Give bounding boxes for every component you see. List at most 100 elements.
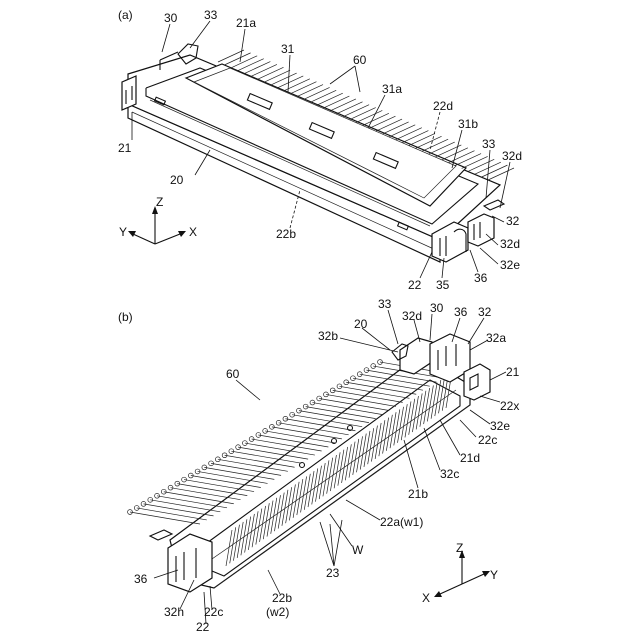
axis-a-y [133,234,155,244]
label-b-36-left: 36 [134,572,148,586]
contact-a [376,119,402,131]
contact-a [330,99,356,111]
label-b-21d: 21d [460,451,480,465]
label-a-20: 20 [170,173,184,187]
label-a-60: 60 [353,53,367,67]
contact-b [137,508,207,520]
contact-a [455,154,481,166]
contact-a [258,67,284,79]
label-a-22d: 22d [433,99,453,113]
contact-a [290,82,316,94]
label-a-35: 35 [436,278,450,292]
label-b-w2: (w2) [266,605,289,619]
label-b-23: 23 [326,566,340,580]
contact-a [488,168,514,180]
contact-a [337,102,363,114]
label-a-33-right: 33 [482,137,496,151]
label-b-20: 20 [354,317,368,331]
label-b-33: 33 [378,297,392,311]
contact-a [363,113,389,125]
axis-b-y [462,574,484,584]
label-a-21a: 21a [236,16,256,30]
label-a-32: 32 [506,214,520,228]
label-b-22b: 22b [272,591,292,605]
axis-a-x [155,234,180,244]
axes-b: Z X Y [422,541,498,605]
label-b-32e: 32e [490,419,510,433]
contact-a [356,110,382,122]
contact-a [323,96,349,108]
label-b-22: 22 [196,620,210,634]
contact-a [284,79,310,91]
axis-b-z-label: Z [456,541,463,555]
contact-a [277,76,303,88]
contact-b [130,512,200,524]
contact-a [462,156,488,168]
contact-a [264,70,290,82]
contact-a [343,105,369,117]
contact-a [416,136,442,148]
label-a-30: 30 [164,11,178,25]
contact-a [317,93,343,105]
label-a-36: 36 [474,271,488,285]
panel-b: (b) [118,297,520,634]
label-a-22b: 22b [276,227,296,241]
label-b-21: 21 [506,365,520,379]
axis-b-x-label: X [422,591,430,605]
panel-a: (a) [118,8,522,292]
contact-a [383,122,409,134]
contact-b [164,492,234,504]
label-b-32h: 32h [164,605,184,619]
contact-a [310,90,336,102]
end-fitting-b-left [150,530,212,592]
contact-a [389,125,415,137]
housing-b-body [170,355,470,588]
panel-b-caption: (b) [118,310,133,324]
axis-a-x-label: X [189,225,197,239]
label-b-32a: 32a [486,331,506,345]
contact-a [422,139,448,151]
label-a-33: 33 [204,8,218,22]
contact-b [157,496,227,508]
label-b-60: 60 [226,367,240,381]
contact-a [448,151,474,163]
label-b-22c-left: 22c [204,605,223,619]
axis-a-z-label: Z [156,195,163,209]
label-b-21b: 21b [408,487,428,501]
label-b-22c: 22c [478,433,497,447]
label-b-36: 36 [454,305,468,319]
contact-a [409,133,435,145]
contact-a [468,159,494,171]
contact-a [429,142,455,154]
label-b-22a-w1: 22a(w1) [380,515,423,529]
contact-a [244,62,270,74]
label-b-32c: 32c [440,467,459,481]
label-a-21: 21 [118,141,132,155]
label-b-30: 30 [430,301,444,315]
contact-b [144,504,214,516]
axis-a-y-label: Y [119,225,127,239]
contact-b [177,484,247,496]
axis-b-y-label: Y [490,568,498,582]
label-b-W: W [352,543,364,557]
contact-a [304,87,330,99]
contact-a [251,64,277,76]
contact-a [238,59,264,71]
contact-a [481,165,507,177]
contact-a [396,128,422,140]
contact-b [150,500,220,512]
panel-a-caption: (a) [118,8,133,22]
axes-a: Z Y X [119,195,197,244]
contact-a [350,108,376,120]
label-a-32d-top: 32d [502,149,522,163]
contact-b [171,488,241,500]
contact-a [402,131,428,143]
label-a-22: 22 [408,278,422,292]
contact-a [231,56,257,68]
label-b-32b: 32b [318,329,338,343]
contact-a [225,53,251,65]
label-a-31b: 31b [458,117,478,131]
label-a-31a: 31a [382,82,402,96]
contact-a [271,73,297,85]
